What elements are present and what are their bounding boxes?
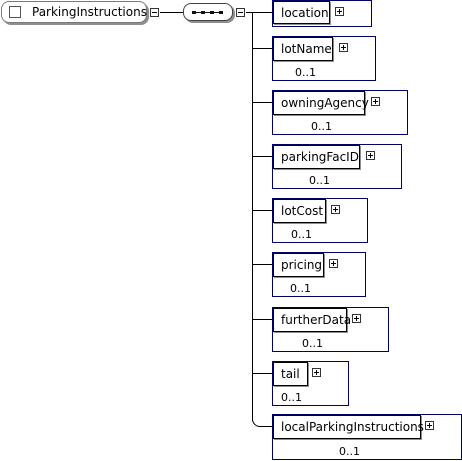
cardinality-label: 0..1 bbox=[281, 391, 302, 404]
element-name-box: tail bbox=[273, 362, 308, 386]
element-name-box: location bbox=[273, 1, 330, 24]
element-name: localParkingInstructions bbox=[281, 420, 424, 434]
expand-icon[interactable] bbox=[371, 97, 380, 106]
cardinality-label: 0..1 bbox=[290, 282, 311, 295]
element-lotName[interactable]: lotName 0..1 bbox=[272, 36, 376, 81]
connector-spine bbox=[252, 12, 253, 421]
collapse-icon[interactable] bbox=[236, 8, 245, 17]
cardinality-label: 0..1 bbox=[311, 120, 332, 133]
connector-line bbox=[252, 264, 272, 265]
element-name-box: localParkingInstructions bbox=[273, 415, 424, 439]
expand-icon[interactable] bbox=[329, 259, 338, 268]
element-furtherData[interactable]: furtherData 0..1 bbox=[272, 307, 389, 352]
element-name: lotCost bbox=[281, 204, 324, 218]
root-element-box[interactable]: ParkingInstructions bbox=[1, 1, 147, 23]
element-name-box: parkingFacID bbox=[273, 145, 360, 169]
cardinality-label: 0..1 bbox=[295, 66, 316, 79]
connector-line bbox=[252, 319, 272, 320]
cardinality-label: 0..1 bbox=[302, 337, 323, 350]
element-lotCost[interactable]: lotCost 0..1 bbox=[272, 198, 368, 243]
sequence-compositor[interactable] bbox=[183, 3, 233, 21]
connector-line bbox=[252, 48, 272, 49]
element-name-box: furtherData bbox=[273, 308, 351, 332]
connector-line bbox=[252, 156, 272, 157]
cardinality-label: 0..1 bbox=[309, 174, 330, 187]
sequence-dot bbox=[219, 11, 223, 14]
connector-line bbox=[252, 12, 272, 13]
element-tail[interactable]: tail 0..1 bbox=[272, 361, 349, 406]
element-name: pricing bbox=[281, 258, 323, 272]
expand-icon[interactable] bbox=[339, 43, 348, 52]
element-localParkingInstructions[interactable]: localParkingInstructions 0..1 bbox=[272, 414, 462, 460]
element-owningAgency[interactable]: owningAgency 0..1 bbox=[272, 90, 408, 135]
expand-icon[interactable] bbox=[352, 314, 361, 323]
element-name: furtherData bbox=[281, 313, 352, 327]
element-pricing[interactable]: pricing 0..1 bbox=[272, 252, 366, 297]
element-location[interactable]: location bbox=[272, 0, 372, 27]
element-checkbox-icon bbox=[9, 6, 21, 18]
connector-corner bbox=[252, 413, 272, 427]
connector-line bbox=[160, 12, 183, 13]
element-name: location bbox=[281, 6, 329, 20]
sequence-dot bbox=[192, 11, 196, 14]
expand-icon[interactable] bbox=[335, 7, 344, 16]
element-name-box: pricing bbox=[273, 253, 324, 277]
element-name: tail bbox=[281, 367, 300, 381]
root-element-label: ParkingInstructions bbox=[32, 5, 147, 19]
expand-icon[interactable] bbox=[366, 151, 375, 160]
element-parkingFacID[interactable]: parkingFacID 0..1 bbox=[272, 144, 402, 189]
sequence-dot bbox=[210, 11, 214, 14]
connector-line bbox=[252, 210, 272, 211]
connector-line bbox=[252, 373, 272, 374]
expand-icon[interactable] bbox=[331, 205, 340, 214]
element-name: parkingFacID bbox=[281, 150, 359, 164]
connector-line bbox=[252, 102, 272, 103]
element-name-box: owningAgency bbox=[273, 91, 369, 115]
expand-icon[interactable] bbox=[312, 368, 321, 377]
cardinality-label: 0..1 bbox=[339, 445, 360, 458]
collapse-icon[interactable] bbox=[150, 8, 159, 17]
sequence-dot bbox=[201, 11, 205, 14]
cardinality-label: 0..1 bbox=[291, 228, 312, 241]
sequence-line bbox=[192, 12, 223, 13]
element-name-box: lotName bbox=[273, 37, 333, 61]
element-name-box: lotCost bbox=[273, 199, 326, 223]
connector-line bbox=[246, 12, 252, 13]
element-name: lotName bbox=[281, 42, 332, 56]
expand-icon[interactable] bbox=[425, 421, 434, 430]
element-name: owningAgency bbox=[281, 96, 369, 110]
